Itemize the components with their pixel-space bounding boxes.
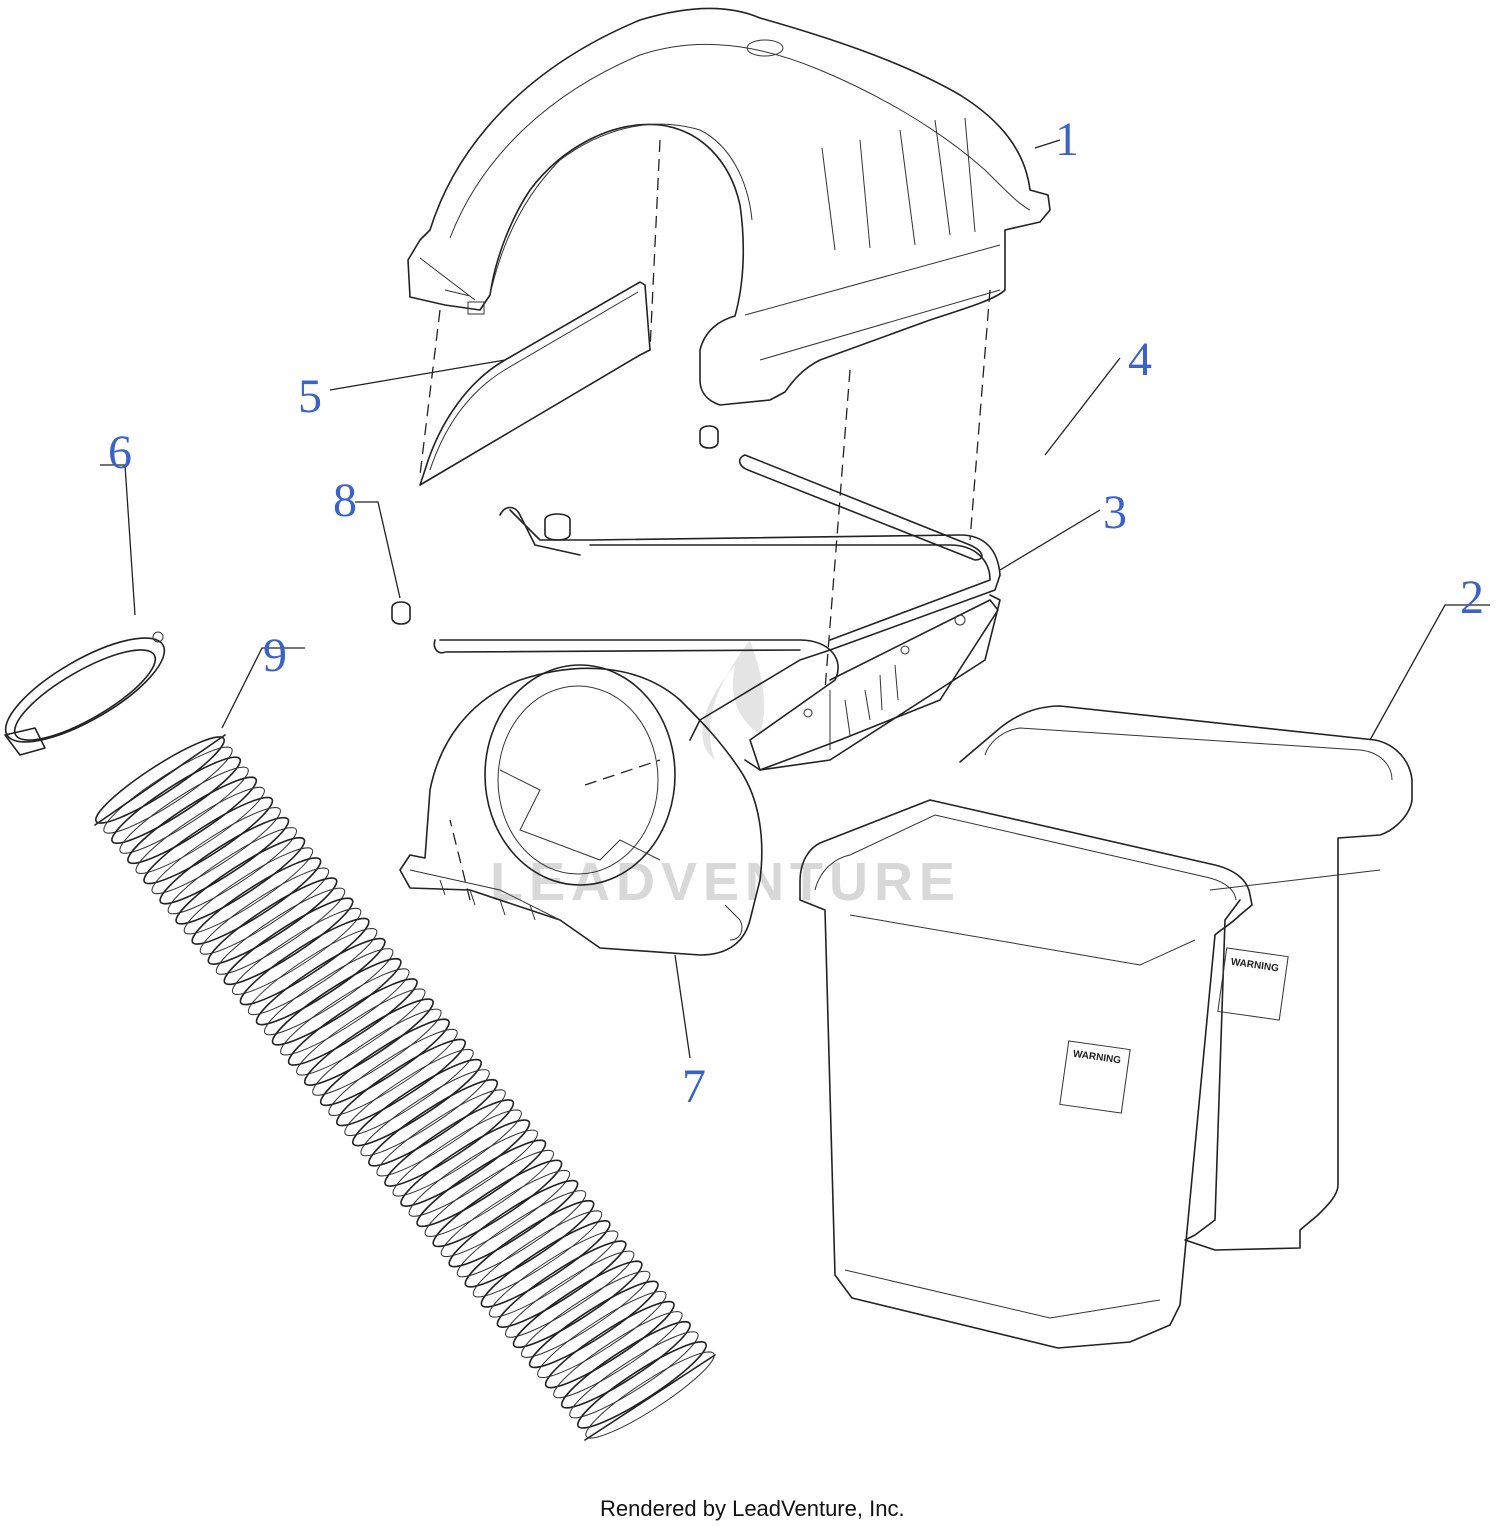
hose-ring — [585, 1351, 715, 1439]
part-3-frame — [433, 506, 1001, 771]
hose-ring — [103, 746, 233, 834]
hose-ring — [432, 1159, 563, 1248]
part-2-baskets: WARNING WARNING — [799, 705, 1413, 1349]
hose-ring — [360, 1069, 490, 1157]
hose-ring — [271, 957, 402, 1046]
hose-ring — [296, 988, 426, 1076]
part-1-cover — [407, 7, 1051, 406]
callout-2: 2 — [1460, 571, 1484, 624]
watermark: LEADVENTURE — [490, 852, 961, 912]
warning-label-front: WARNING — [1072, 1049, 1122, 1067]
part-7-adapter — [399, 664, 763, 956]
hose-ring — [175, 836, 306, 925]
hose-ring — [368, 1078, 499, 1167]
callout-4: 4 — [1128, 333, 1152, 386]
hose-ring — [167, 827, 297, 915]
hose-ring — [207, 877, 338, 965]
hose-ring — [424, 1149, 554, 1237]
hose-ring — [376, 1089, 506, 1177]
hose-ring — [159, 816, 290, 905]
hose-ring — [488, 1230, 619, 1318]
hose-ring — [255, 937, 386, 1026]
hose-ring — [480, 1220, 611, 1308]
hose-ring — [400, 1119, 531, 1207]
hose-ring — [199, 867, 330, 955]
callout-3: 3 — [1103, 486, 1127, 539]
hose-ring — [231, 907, 362, 995]
callout-1: 1 — [1055, 113, 1079, 166]
hose-ring — [312, 1008, 442, 1096]
part-4-rod — [738, 454, 983, 561]
hose-ring — [505, 1250, 635, 1338]
hose-ring — [569, 1331, 699, 1419]
hose-ring — [416, 1139, 547, 1228]
hose-ring — [183, 847, 314, 935]
hose-ring — [223, 897, 354, 986]
hose-ring — [560, 1320, 691, 1409]
part-8-fastener — [391, 425, 719, 625]
hose-ring — [247, 928, 378, 1016]
hose-ring — [127, 776, 258, 865]
callout-9: 9 — [263, 629, 287, 682]
hose-ring — [303, 998, 434, 1086]
hose-ring — [544, 1300, 675, 1389]
hose-ring — [392, 1109, 522, 1197]
warning-label-rear: WARNING — [1230, 957, 1280, 975]
hose-ring — [95, 736, 225, 824]
hose-ring — [287, 978, 418, 1066]
hose-ring — [521, 1270, 651, 1358]
hose-ring — [280, 968, 410, 1056]
hose-ring — [537, 1290, 667, 1379]
callout-5: 5 — [298, 370, 322, 423]
hose-ring — [553, 1311, 683, 1399]
callout-8: 8 — [333, 474, 357, 527]
hose-ring — [328, 1028, 458, 1116]
hose-ring — [464, 1199, 595, 1288]
hose-ring — [143, 796, 274, 885]
hose-ring — [191, 857, 322, 945]
hose-ring — [215, 887, 346, 975]
hose-ring — [239, 917, 370, 1006]
hose-ring — [135, 786, 265, 874]
part-9-hose — [94, 734, 716, 1441]
footer-credit: Rendered by LeadVenture, Inc. — [600, 1496, 905, 1521]
part-5-flap — [419, 281, 651, 486]
hose-ring — [496, 1240, 627, 1328]
callout-7: 7 — [682, 1060, 706, 1113]
hose-ring — [440, 1169, 571, 1258]
hose-ring — [384, 1099, 515, 1187]
hose-ring — [456, 1190, 587, 1278]
hose-ring — [528, 1280, 659, 1369]
leader-lines — [100, 139, 1490, 1059]
watermark-flame-icon — [702, 640, 765, 760]
hose-ring — [577, 1341, 707, 1429]
hose-ring — [512, 1260, 643, 1349]
hose-ring — [151, 807, 281, 895]
hose-ring — [344, 1048, 474, 1137]
callout-6: 6 — [108, 426, 132, 479]
hose-ring — [336, 1038, 466, 1127]
part-6-clamp — [4, 631, 166, 756]
hose-ring — [119, 766, 249, 854]
hose-ring — [472, 1210, 603, 1298]
hose-ring — [111, 756, 242, 845]
hose-ring — [319, 1018, 450, 1107]
hose-ring — [448, 1179, 579, 1268]
hose-ring — [264, 948, 394, 1036]
alignment-lines — [419, 139, 991, 901]
hose-ring — [408, 1129, 538, 1217]
hose-ring — [352, 1058, 482, 1147]
